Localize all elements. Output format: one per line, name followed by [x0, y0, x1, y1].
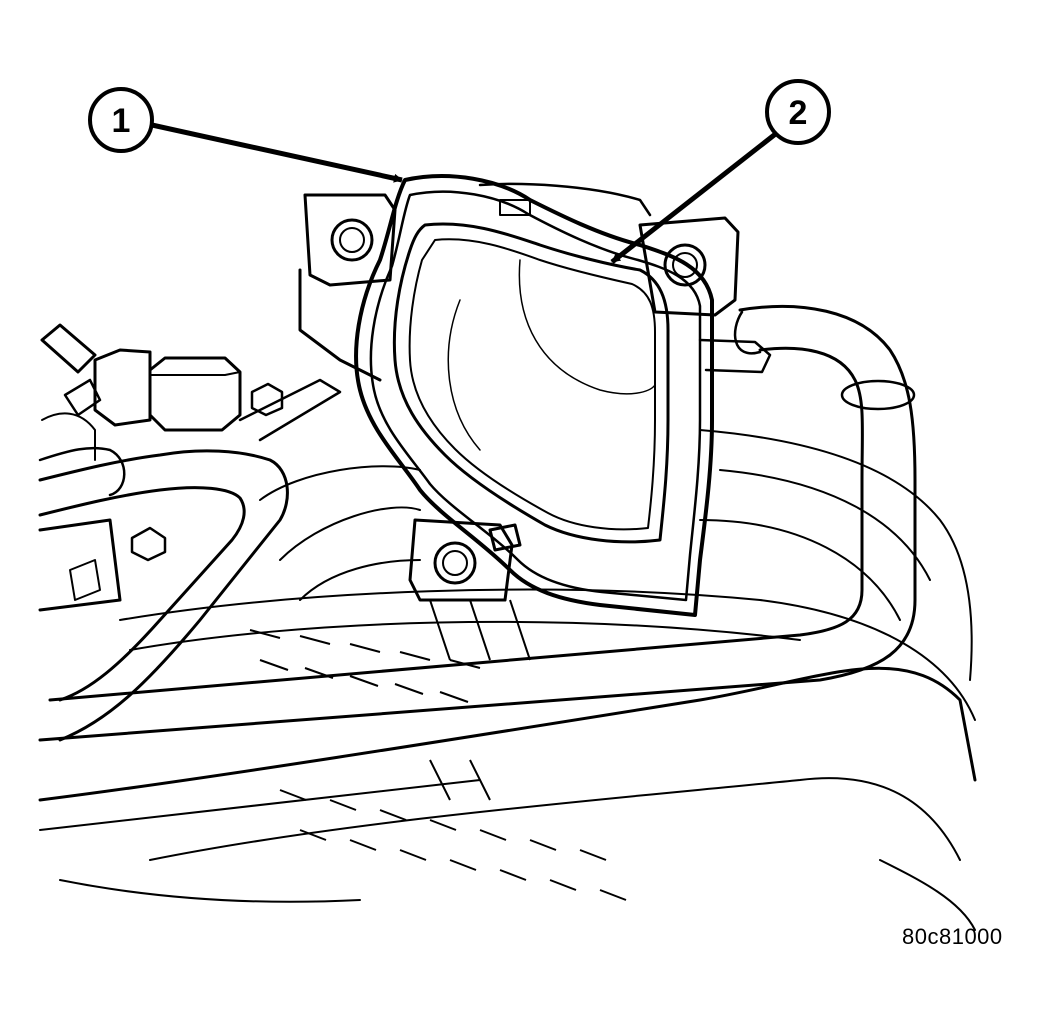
leader-arrow-2	[610, 130, 780, 264]
coolant-tube	[38, 304, 917, 742]
manifold-ribs	[249, 599, 627, 901]
callout-1: 1	[88, 87, 154, 153]
leader-arrows	[151, 122, 780, 264]
callout-1-label: 1	[112, 102, 131, 140]
callout-2-label: 2	[789, 94, 808, 132]
leader-arrow-1	[151, 122, 403, 183]
intake-manifold	[38, 429, 977, 931]
gasket	[354, 174, 714, 617]
figure-id: 80c81000	[902, 924, 1003, 949]
vacuum-tube	[38, 446, 289, 742]
callout-2: 2	[765, 79, 831, 145]
throttle-body-flange	[298, 182, 772, 602]
sensor-connector	[38, 323, 342, 612]
throttle-body-opening	[392, 222, 670, 544]
